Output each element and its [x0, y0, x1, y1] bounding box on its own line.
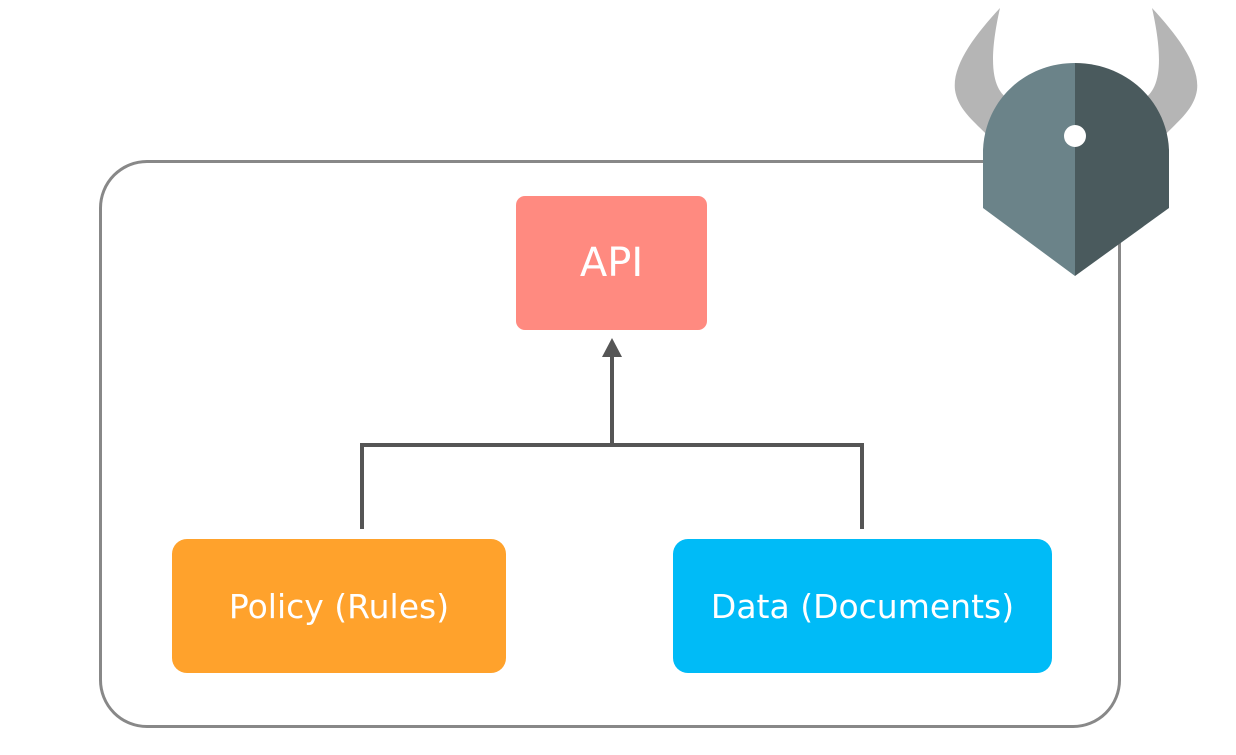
viking-helmet-logo-icon	[954, 8, 1198, 276]
policy-node: Policy (Rules)	[172, 539, 506, 673]
data-connector	[612, 443, 864, 529]
api-arrowhead	[602, 338, 622, 357]
policy-node-label: Policy (Rules)	[228, 586, 450, 626]
data-node-label: Data (Documents)	[710, 586, 1015, 626]
helmet-right-half	[1075, 63, 1169, 276]
right-horn	[1142, 8, 1198, 138]
policy-connector	[360, 443, 612, 529]
left-horn	[954, 8, 1010, 138]
helmet-left-half	[983, 63, 1075, 276]
api-node: API	[516, 196, 707, 330]
api-node-label: API	[579, 240, 644, 286]
data-node: Data (Documents)	[673, 539, 1052, 673]
helmet-eye	[1064, 125, 1086, 147]
